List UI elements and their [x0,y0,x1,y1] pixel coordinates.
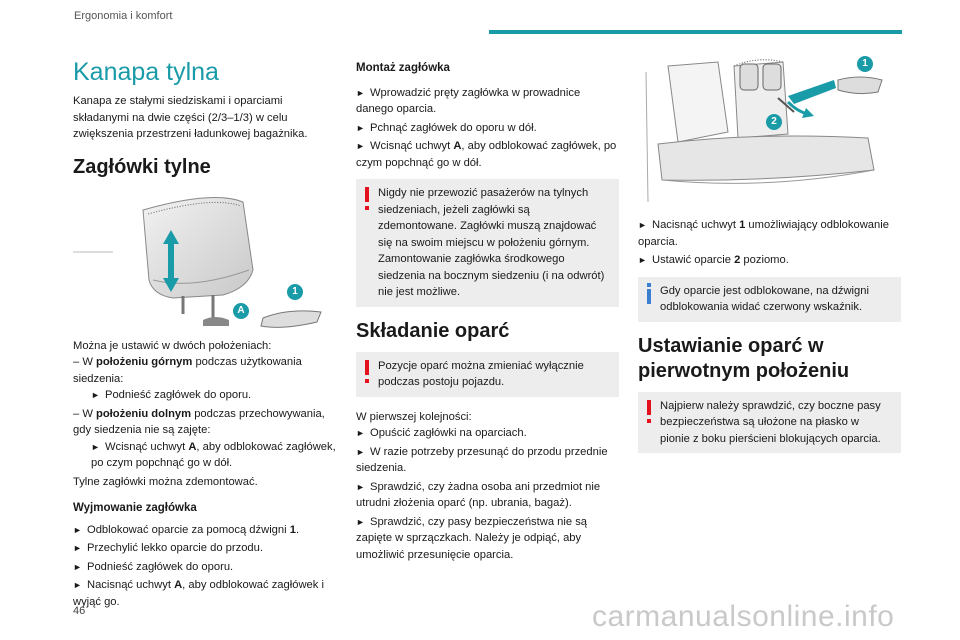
position-upper: – W położeniu górnym podczas użytkowania… [73,356,302,385]
seat-illustration: 1 2 [638,52,901,207]
warning-box-headrests: Nigdy nie przewozić pasażerów na tylnych… [356,179,619,307]
heading-restore-backrests: Ustawianie oparć w pierwotnym położeniu [638,334,850,382]
order-step-3: ►Sprawdzić, czy żadna osoba ani przedmio… [356,480,601,510]
intro-text: Kanapa ze stałymi siedziskami i oparciam… [73,95,308,140]
warning-box-belts: Najpierw należy sprawdzić, czy boczne pa… [638,391,901,453]
order-step-4: ►Sprawdzić, czy pasy bezpieczeństwa nie … [356,515,588,561]
heading-mount-headrest: Montaż zagłówka [356,62,450,74]
callout-label-1: 1 [857,56,873,72]
info-icon [647,282,651,304]
headrest-illustration: A 1 [73,180,336,330]
remove-step-4: ►Nacisnąć uchwyt A, aby odblokować zagłó… [73,579,324,608]
page-title: Kanapa tylna [73,58,219,86]
info-box-indicator: Gdy oparcie jest odblokowane, na dźwigni… [638,276,901,322]
warning-exclamation-icon [365,359,369,383]
warning-exclamation-icon [647,399,651,423]
callout-label-a: A [233,302,249,319]
column-right: 1 2 ►Nacisnąć uchwyt 1 umożliwiający odb… [638,52,901,465]
position-upper-step: ►Podnieść zagłówek do oporu. [91,389,252,401]
remove-step-1: ►Odblokować oparcie za pomocą dźwigni 1. [73,523,300,536]
seat-diagram [645,59,883,203]
adjust-intro: Można je ustawić w dwóch położeniach: [73,339,272,352]
page-number: 46 [73,605,86,617]
warning-exclamation-icon [365,187,369,210]
seat-step-1: ►Nacisnąć uchwyt 1 umożliwiający odbloko… [638,219,889,248]
position-lower-step: ►Wcisnąć uchwyt A, aby odblokować zagłów… [91,440,336,470]
seat-step-2: ►Ustawić oparcie 2 poziomo. [638,254,789,266]
remove-step-2: ►Przechylić lekko oparcie do przodu. [73,542,263,554]
warning-text-folding: Pozycje oparć można zmieniać wyłącznie p… [378,359,584,389]
mount-step-1: ►Wprowadzić pręty zagłówka w prowadnice … [356,86,581,116]
callout-label-2: 2 [766,114,782,130]
order-step-2: ►W razie potrzeby przesunąć do przodu pr… [356,445,608,475]
remove-step-3: ►Podnieść zagłówek do oporu. [73,560,234,573]
heading-remove-headrest: Wyjmowanie zagłówka [73,502,197,514]
warning-text-2: Zamontowanie zagłówka środkowego siedzen… [378,253,605,298]
mount-step-2: ►Pchnąć zagłówek do oporu w dół. [356,121,537,134]
info-text: Gdy oparcie jest odblokowane, na dźwigni… [660,284,869,314]
section-header: Ergonomia i komfort [74,10,173,22]
column-left: Kanapa tylna Kanapa ze stałymi siedziska… [73,55,336,612]
warning-text-belts: Najpierw należy sprawdzić, czy boczne pa… [660,399,881,445]
header-accent-bar [489,30,902,34]
warning-text-1: Nigdy nie przewozić pasażerów na tylnych… [378,187,597,249]
heading-rear-headrests: Zagłówki tylne [73,155,211,178]
order-intro: W pierwszej kolejności: [356,410,472,423]
column-middle: Montaż zagłówka ►Wprowadzić pręty zagłów… [356,60,619,565]
removable-note: Tylne zagłówki można zdemontować. [73,475,258,488]
watermark: carmanualsonline.info [592,600,895,633]
warning-box-folding: Pozycje oparć można zmieniać wyłącznie p… [356,351,619,397]
mount-step-3: ►Wcisnąć uchwyt A, aby odblokować zagłów… [356,140,617,169]
callout-label-1: 1 [287,283,303,300]
headrest-diagram [73,196,322,328]
order-step-1: ►Opuścić zagłówki na oparciach. [356,427,527,439]
position-lower: – W położeniu dolnym podczas przechowywa… [73,407,325,437]
heading-folding-backrests: Składanie oparć [356,319,510,342]
